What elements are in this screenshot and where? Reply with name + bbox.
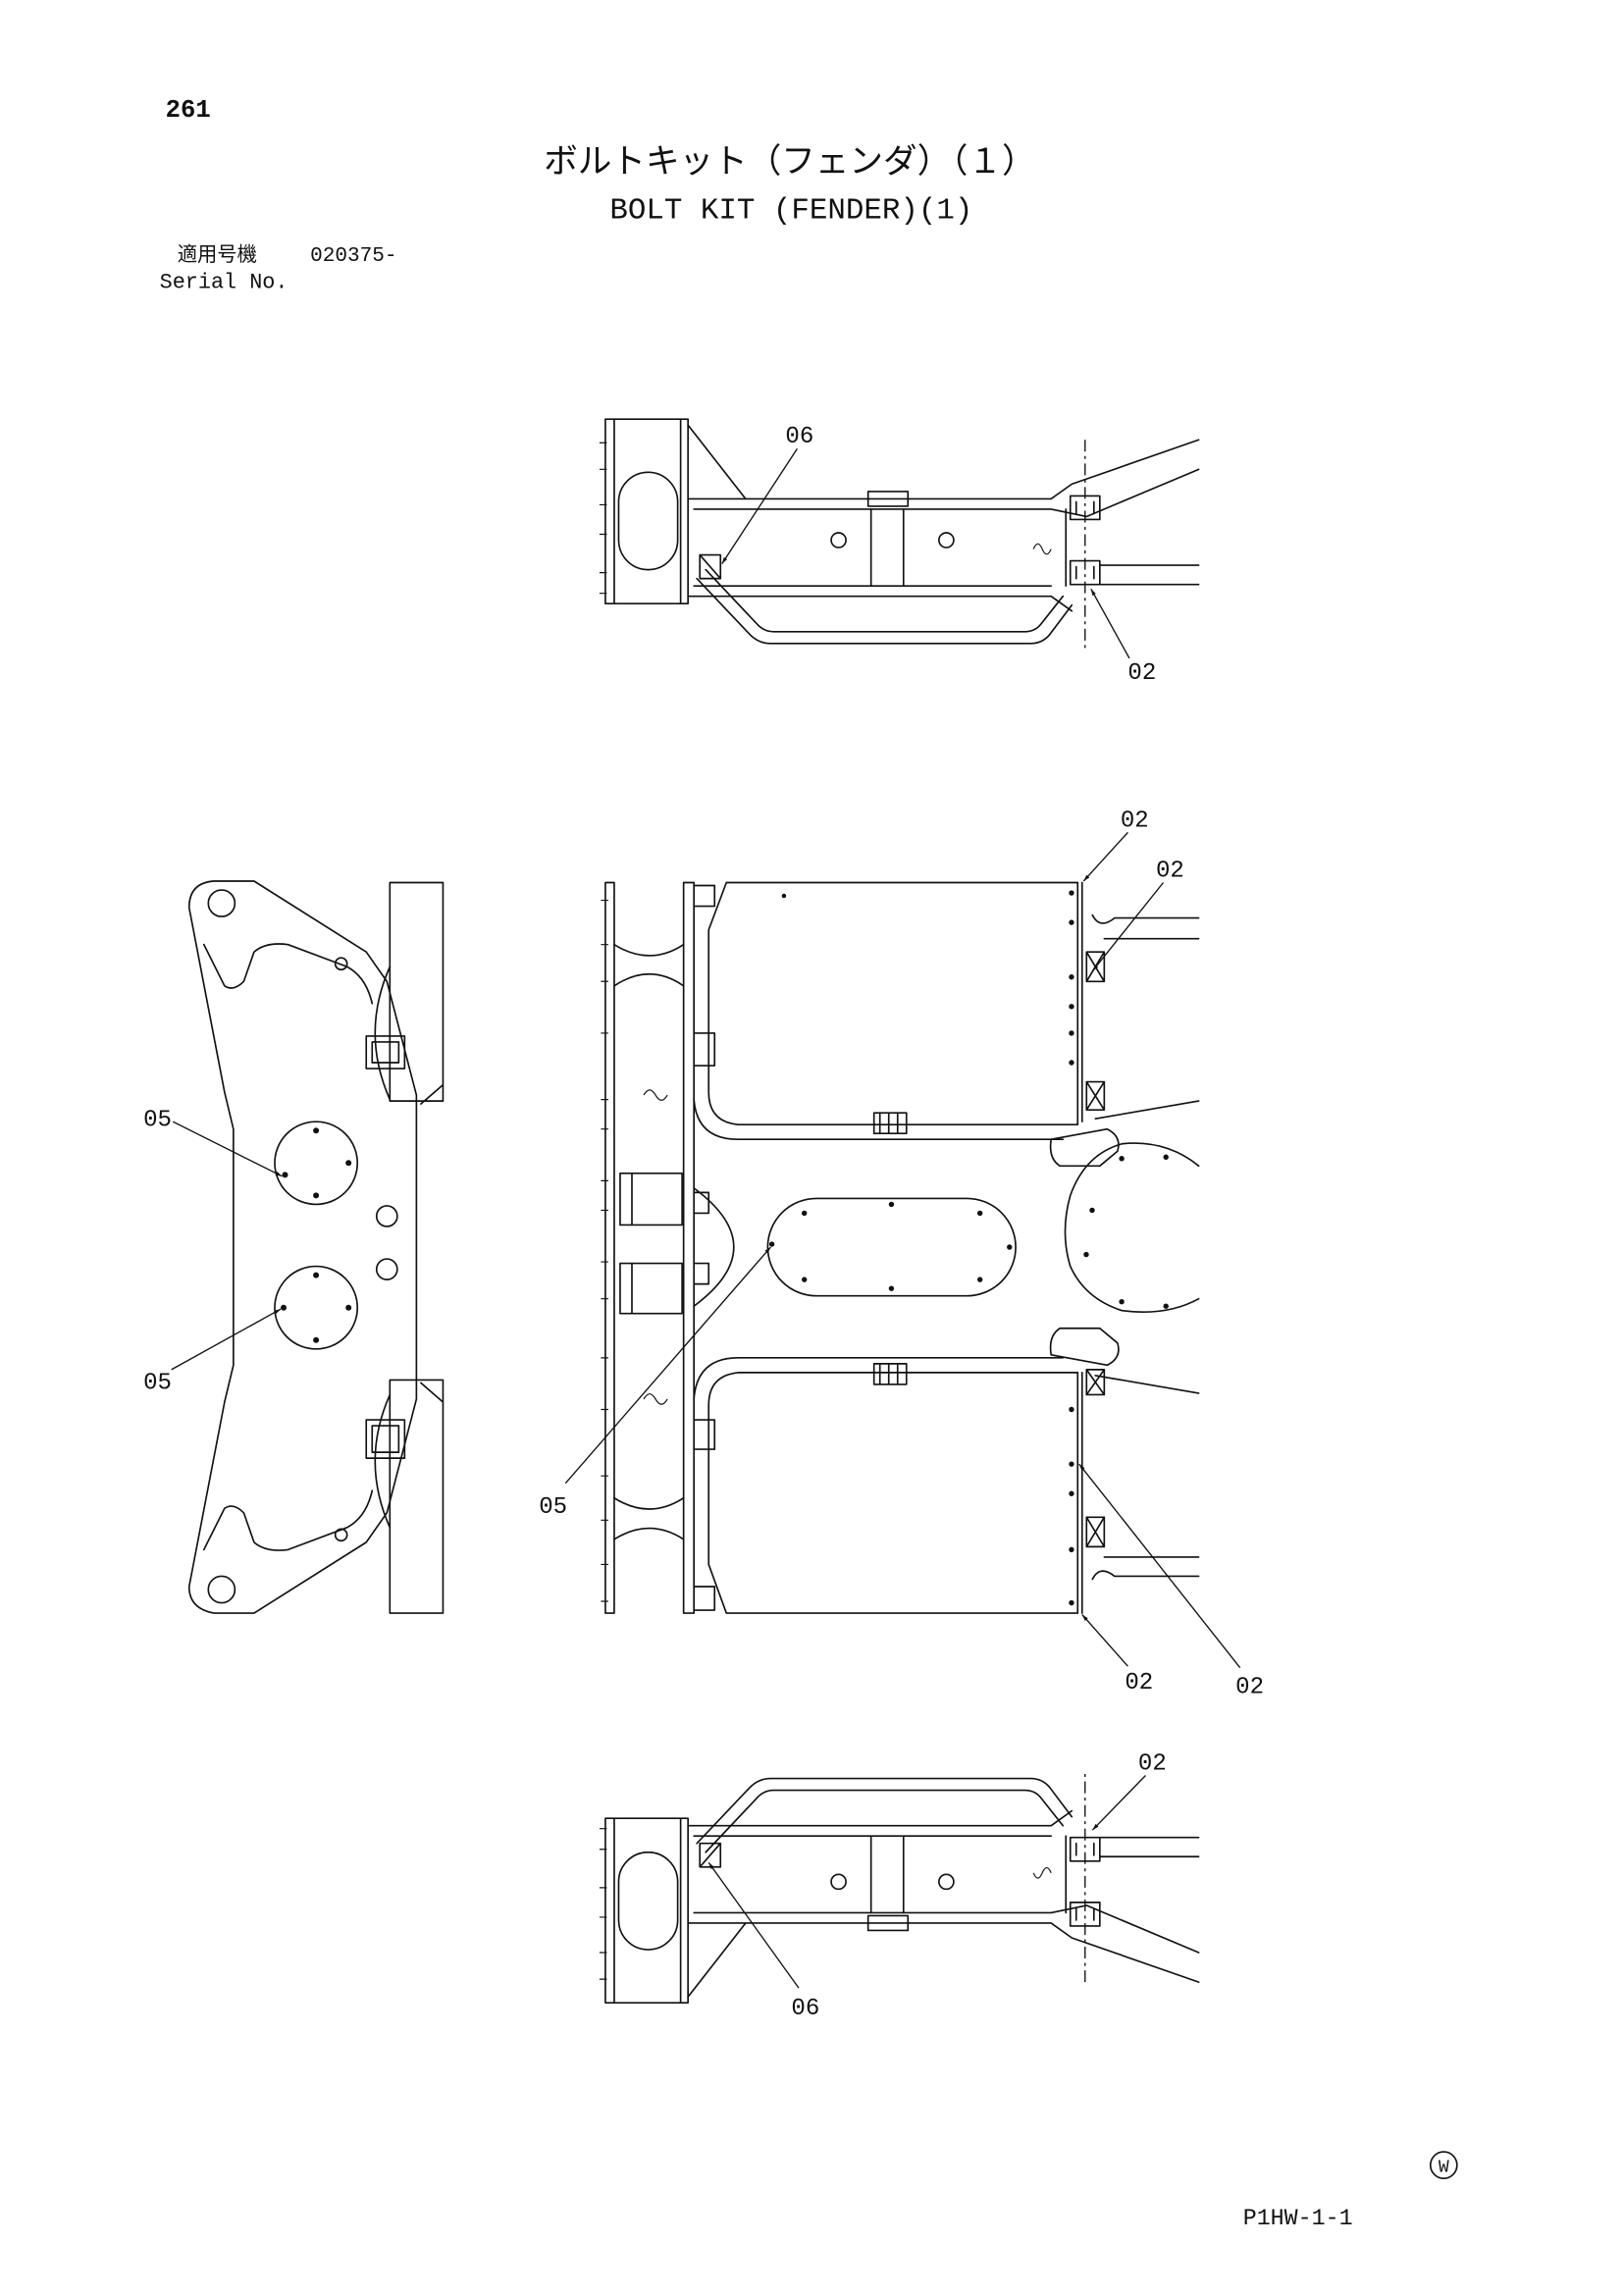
fender-bracket-upper [1069,495,1101,521]
side-bracket-top [365,1035,406,1069]
beam-bracket-posts [866,491,910,587]
oval-cover-bolts [768,1201,1013,1291]
page-number: 261 [166,96,211,125]
tank-top-strap [872,1112,908,1135]
side-frame-outline [187,880,418,1614]
hose-inner [705,568,1065,633]
leader-plan-02-c [1081,1614,1128,1667]
footer-circled-mark-ring [1429,2151,1458,2179]
callout-plan-02-d: 02 [1235,1674,1264,1700]
tank-bottom-edge-bolts [1069,1406,1074,1606]
leader-bottom-02 [1091,1775,1146,1831]
tank-bottom-strap [872,1363,908,1385]
leader-plan-02-d [1078,1463,1241,1669]
tank-bottom-bracket-lower [1085,1516,1106,1548]
tank-bottom-side-lines [1091,1375,1200,1581]
leader-plan-02-a [1082,831,1128,882]
bottom-view-drawing [599,1771,1200,2004]
right-round-cover [1064,1142,1200,1313]
callout-plan-02-a: 02 [1121,808,1149,834]
top-view-drawing [599,418,1200,650]
leader-side-05-lower [171,1308,282,1371]
tank-top-bracket-lower [1085,1080,1106,1111]
rail-cross-members [613,943,685,1540]
beam-squiggle-mark [1032,543,1052,555]
leader-plan-02-b [1091,882,1165,972]
right-rail [682,881,695,1614]
frame-bolt-ticks [599,442,607,595]
hose-clamp-bracket [699,553,722,580]
footer-page-code: P1HW-1-1 [1243,2206,1353,2231]
tank-top-edge-bolts [1069,890,1074,1066]
left-rail-bolt-ticks [601,899,608,1602]
fender-top [1049,1127,1120,1168]
side-plate-bumps [374,965,392,1529]
callout-plan-05: 05 [539,1494,567,1521]
leader-bottom-06 [707,1861,800,1989]
side-large-cover-bottom [274,1265,359,1350]
rail-squiggles [643,1089,668,1405]
rail-center-bump [693,1187,735,1308]
serial-number-value: 020375- [310,244,396,268]
side-pin-hole-top [207,889,236,917]
side-frame-inner-web [202,943,374,1551]
leader-side-05-upper [172,1121,283,1177]
tank-bottom-pipe [693,1357,1065,1400]
serial-label-japanese: 適用号機 [178,242,257,266]
side-small-hole-top [334,957,348,971]
callout-bottom-06: 06 [791,1996,819,2022]
callout-side-05-lower: 05 [143,1370,172,1396]
callout-side-05-upper: 05 [143,1108,172,1134]
tank-top-pipe [693,1098,1065,1141]
tank-bottom-bracket-upper [1085,1369,1106,1396]
side-small-hole-upper [375,1205,398,1227]
beam-hole-right [938,532,955,548]
leader-top-02 [1090,588,1130,659]
round-cover-bolts [1083,1154,1169,1309]
callout-bottom-02: 02 [1138,1751,1167,1778]
side-view-drawing [187,880,445,1614]
frame-oval-opening [617,471,679,571]
leader-plan-05 [564,1246,771,1485]
serial-label-english: Serial No. [160,270,288,294]
side-rail-lines [1098,564,1200,586]
right-rail-blocks [693,884,716,1611]
callout-top-06: 06 [785,424,813,450]
frame-beam [687,424,1200,612]
side-bracket-bottom [365,1419,406,1459]
leader-top-06 [721,447,799,564]
hose-outer [696,577,1074,645]
tank-top-marker [781,893,787,899]
callout-top-02: 02 [1127,660,1156,687]
callout-plan-02-c: 02 [1125,1670,1153,1696]
side-plate-bottom [389,1379,445,1614]
footer-circled-mark: W [1439,2158,1449,2177]
callout-plan-02-b: 02 [1156,858,1184,884]
rail-cylinders [619,1172,683,1315]
cover-bolt-dots [280,1127,352,1343]
side-large-cover-top [274,1121,359,1206]
side-small-hole-bottom [334,1528,348,1542]
left-rail [604,881,615,1614]
side-plate-top [389,881,445,1105]
plan-view-drawing [601,881,1200,1614]
tank-bottom-outline [707,1372,1083,1614]
side-pin-hole-bottom [207,1575,236,1604]
beam-hole-left [830,532,847,548]
frame-end-box [604,418,689,605]
title-japanese: ボルトキット（フェンダ）（１） [544,142,1035,182]
title-english: BOLT KIT (FENDER)(1) [609,194,972,229]
side-small-hole-lower [375,1258,398,1280]
fender-bottom [1049,1327,1120,1367]
tank-top-outline [707,881,1083,1126]
tank-top-side-lines [1091,913,1200,1120]
